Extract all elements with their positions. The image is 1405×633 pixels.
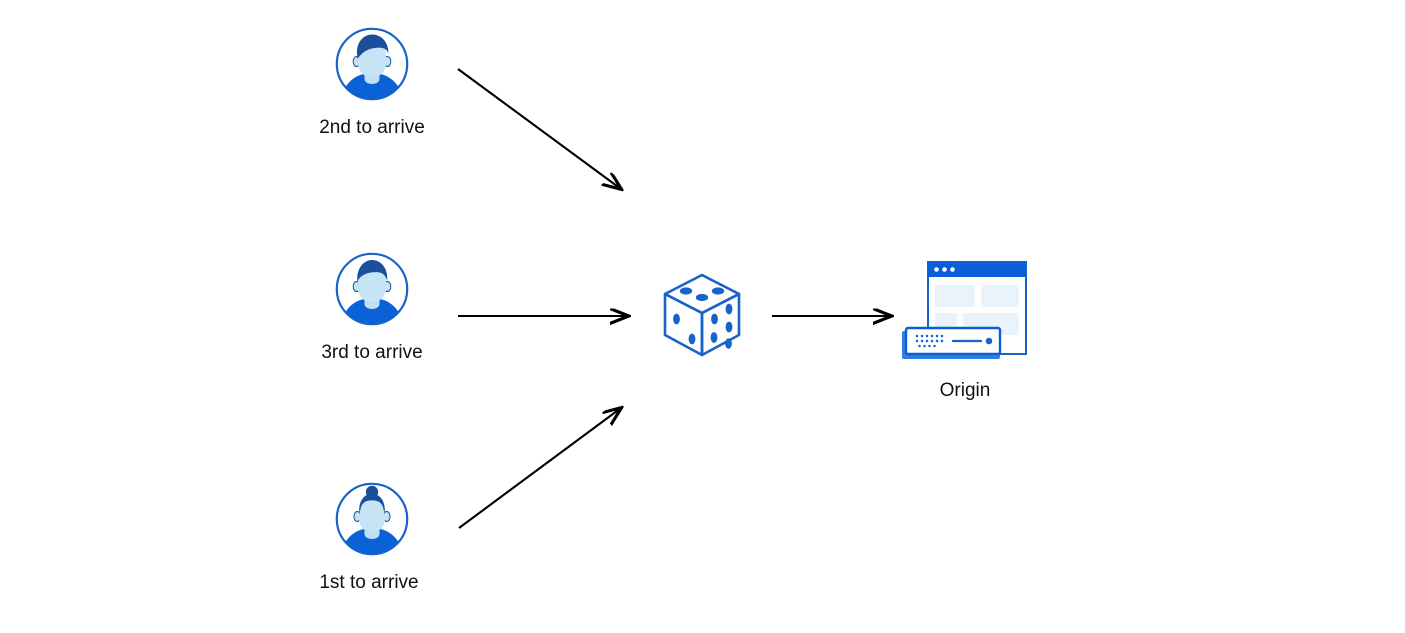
node-user-2nd[interactable]: 2nd to arrive [319,26,425,138]
router-appliance-icon [902,326,1002,359]
node-label-origin: Origin [939,380,991,401]
node-user-3rd[interactable]: 3rd to arrive [321,251,423,363]
node-randomizer[interactable] [659,270,745,357]
dice-icon [663,273,741,357]
node-label-user-2nd: 2nd to arrive [319,117,425,138]
arrow-user1-to-dice [458,408,621,529]
node-origin[interactable]: Origin [895,258,1027,401]
node-user-1st[interactable]: 1st to arrive [319,481,419,593]
user-avatar-icon [335,27,409,101]
origin-server-icon [902,261,1027,359]
node-label-user-3rd: 3rd to arrive [321,342,423,363]
user-avatar-icon [335,252,409,326]
node-label-user-1st: 1st to arrive [319,572,419,593]
user-avatar-bun-icon [335,482,409,556]
